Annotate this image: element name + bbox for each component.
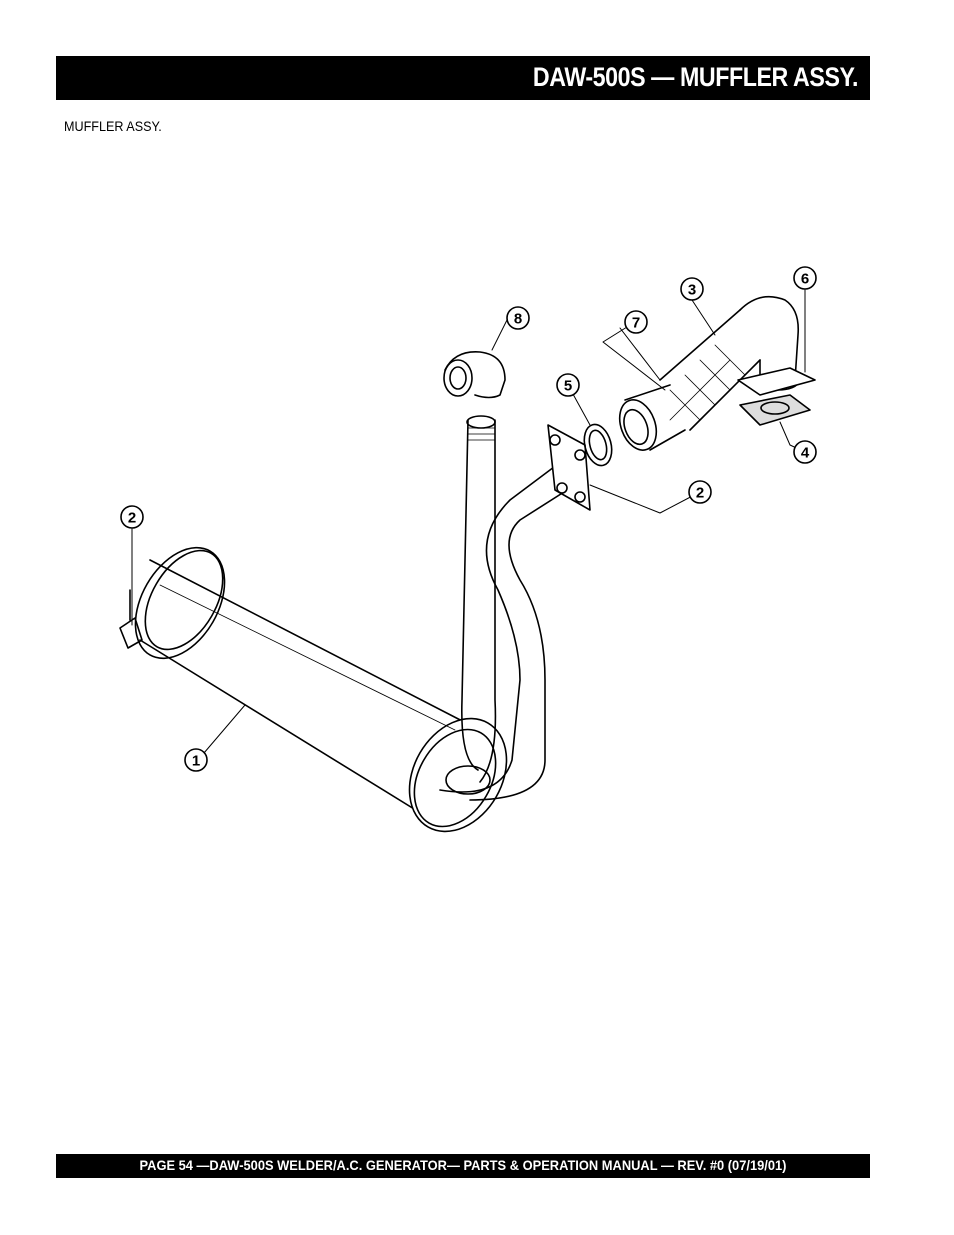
callout-label-5: 5 <box>564 378 572 395</box>
callout-label-2-left: 2 <box>128 510 136 527</box>
callout-2-left <box>120 505 144 529</box>
page-footer-text: PAGE 54 —DAW-500S WELDER/A.C. GENERATOR—… <box>139 1157 787 1173</box>
callout-label-1: 1 <box>192 753 200 770</box>
callout-3 <box>680 277 704 301</box>
callout-4 <box>793 440 817 464</box>
page-title: DAW-500S — MUFFLER ASSY. <box>532 62 859 92</box>
callout-label-6: 6 <box>801 271 809 288</box>
callout-label-3: 3 <box>688 282 696 299</box>
exhaust-elbow <box>737 295 816 426</box>
callout-markers <box>120 266 817 772</box>
muffler-body <box>119 546 508 833</box>
callout-1 <box>184 748 208 772</box>
page-footer-bar: PAGE 54 —DAW-500S WELDER/A.C. GENERATOR—… <box>56 1154 870 1178</box>
muffler-outlet-pipe <box>439 454 576 801</box>
page-header-bar: DAW-500S — MUFFLER ASSY. <box>56 56 870 100</box>
callout-label-7: 7 <box>632 315 640 332</box>
small-elbow <box>443 351 506 399</box>
callout-label-2-right: 2 <box>696 485 704 502</box>
muffler-inlet-pipe <box>445 415 497 795</box>
callout-5 <box>556 373 580 397</box>
pipe-flange <box>547 424 591 511</box>
callout-2-right <box>688 480 712 504</box>
callout-7 <box>624 310 648 334</box>
callout-leaders <box>131 289 806 761</box>
gasket-ring <box>583 423 613 467</box>
callout-label-4: 4 <box>801 445 810 462</box>
flex-pipe <box>618 309 761 451</box>
callout-8 <box>506 306 530 330</box>
section-subtitle: MUFFLER ASSY. <box>64 118 162 134</box>
callout-6 <box>793 266 817 290</box>
callout-label-8: 8 <box>514 311 522 328</box>
